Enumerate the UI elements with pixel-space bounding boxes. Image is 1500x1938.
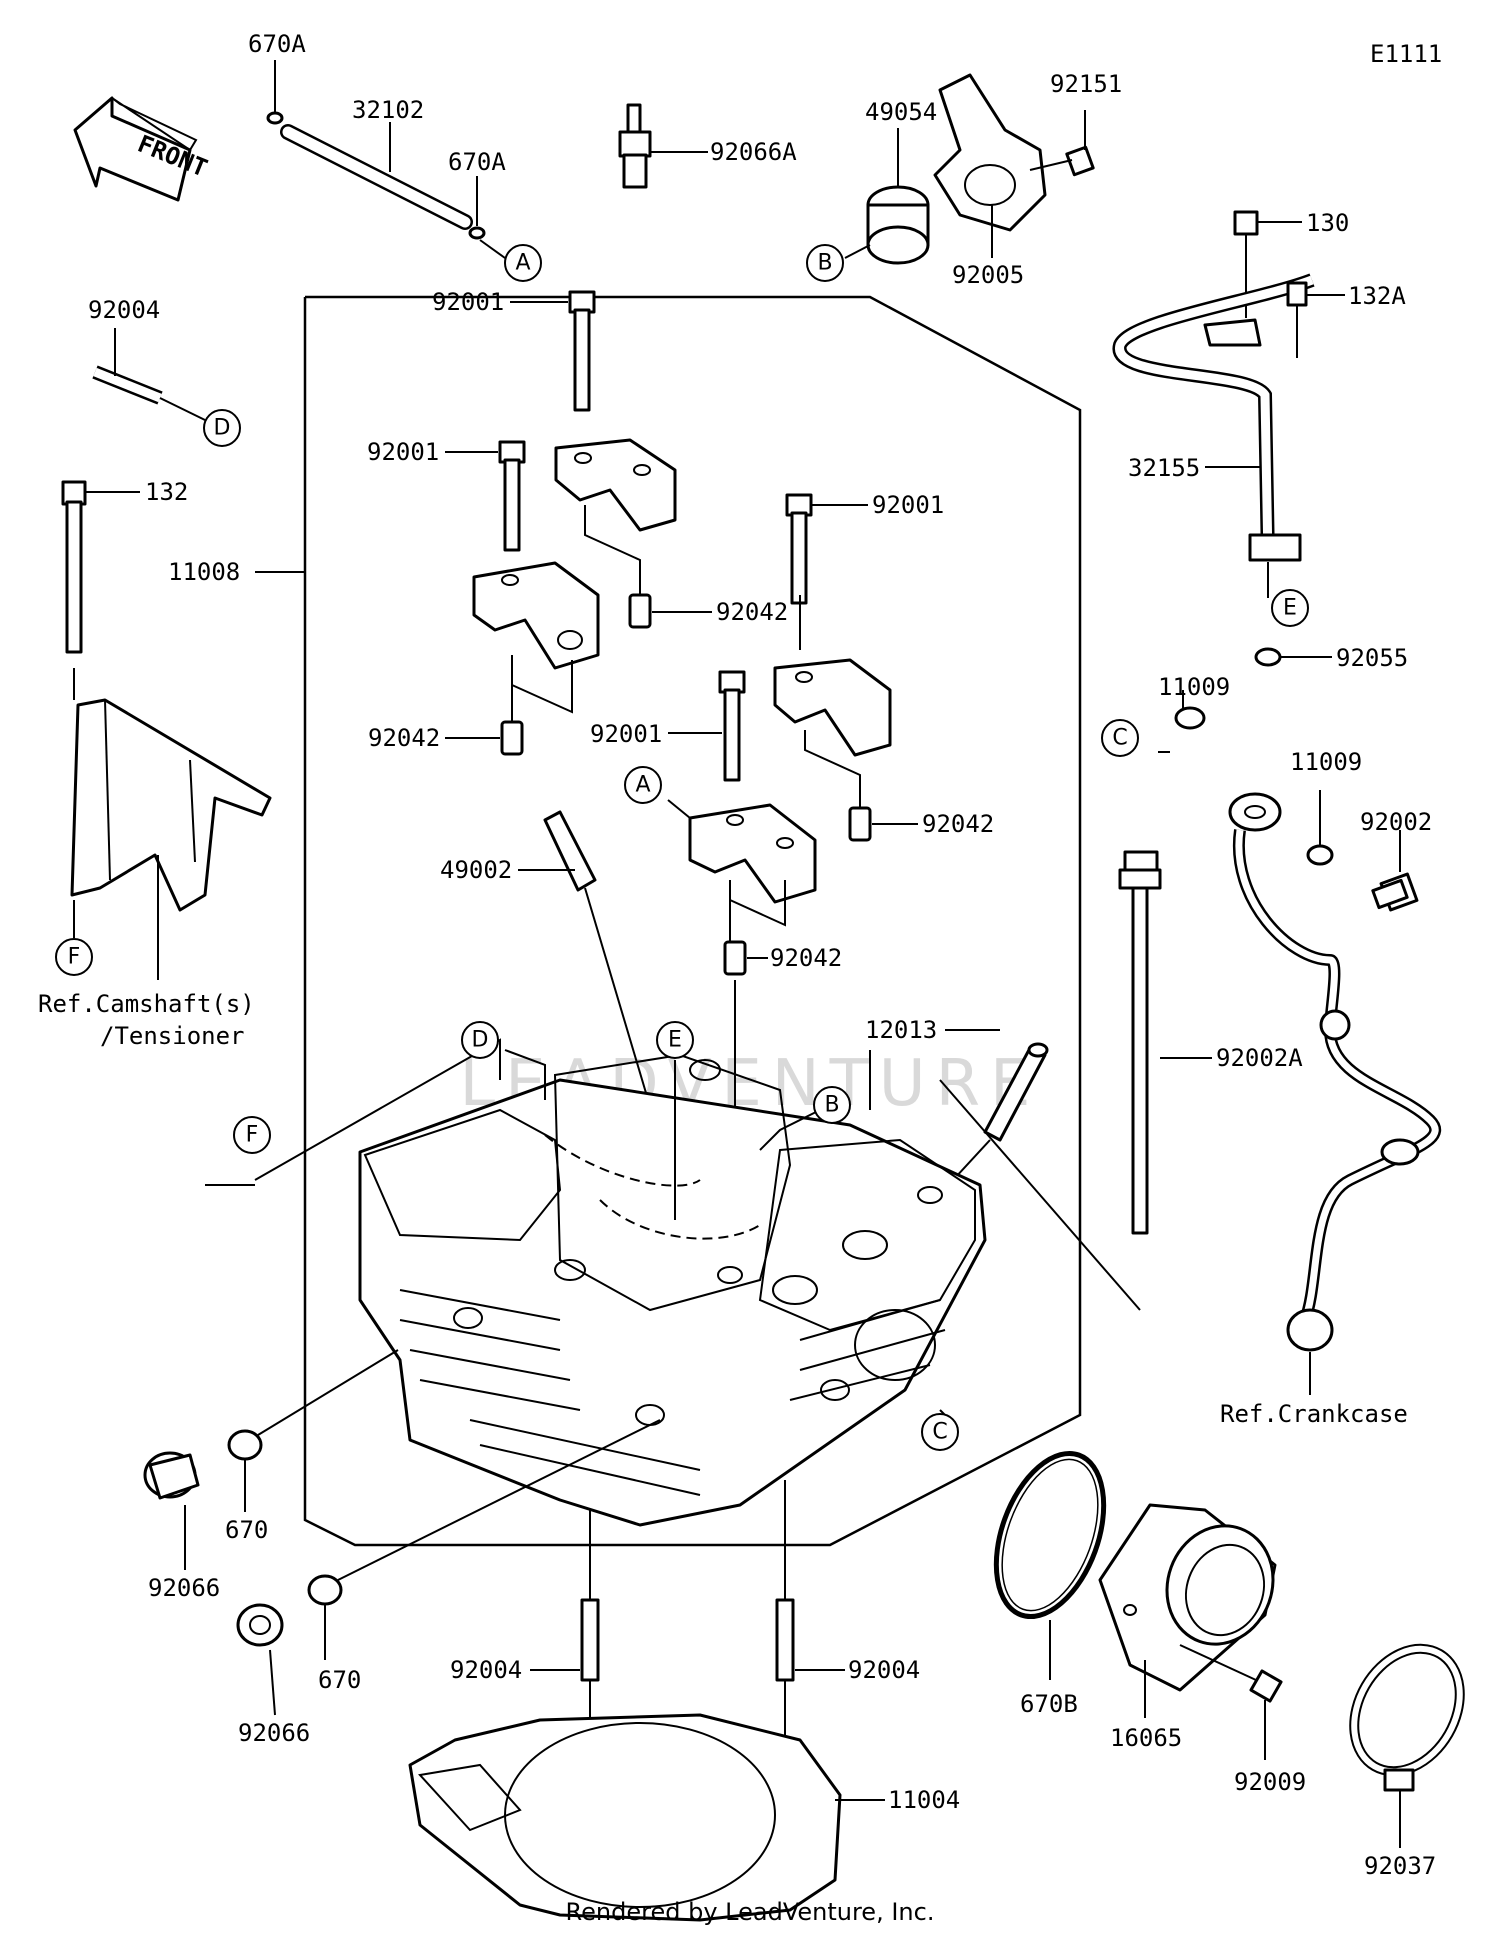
label-132: 132 [145,478,188,506]
diagram-code: E1111 [1370,40,1442,68]
label-92002A: 92002A [1216,1044,1303,1072]
callout-D-left: D [203,409,241,447]
bolt-92001-a [510,290,596,412]
leader-callout-D [504,1049,546,1100]
callout-A-cap: A [624,766,662,804]
bolt-92001-c [785,493,868,605]
callout-B-head: B [813,1086,851,1124]
label-670-b: 670 [318,1666,361,1694]
label-92004-b: 92004 [848,1656,920,1684]
dowel-92042-a [628,593,712,629]
svg-text:C: C [1112,726,1127,751]
label-92001-d: 92001 [590,720,662,748]
footer-credit: Rendered by LeadVenture, Inc. [566,1898,935,1926]
bolt-92001-b [445,440,526,552]
label-32155: 32155 [1128,454,1200,482]
cam-cap-2 [472,561,600,722]
svg-text:B: B [824,1093,839,1118]
ref-camshaft-line2: /Tensioner [100,1022,245,1050]
label-92001-a: 92001 [432,288,504,316]
svg-text:D: D [214,416,231,441]
pipe-32102-group [266,60,506,259]
label-92002: 92002 [1360,808,1432,836]
label-11004: 11004 [888,1786,960,1814]
label-670-a: 670 [225,1516,268,1544]
label-11009-b: 11009 [1290,748,1362,776]
label-92037: 92037 [1364,1852,1436,1880]
cam-cap-1 [554,438,677,610]
svg-text:F: F [68,945,81,970]
head-gasket-11004 [408,1713,885,1922]
cam-cap-4 [667,799,817,942]
label-92004-left: 92004 [88,296,160,324]
label-92042-a: 92042 [716,598,788,626]
callout-D-head: D [461,1021,499,1059]
svg-text:B: B [817,251,832,276]
ref-camshaft-line1: Ref.Camshaft(s) [38,990,255,1018]
intake-group [993,1450,1465,1848]
dowel-92042-b [445,720,524,756]
svg-text:C: C [932,1420,947,1445]
callout-F-left: F [55,938,93,976]
front-arrow-icon: FRONT [73,96,211,202]
cam-cap-3 [773,595,892,808]
thermostat-housing-group [844,73,1095,265]
label-11008: 11008 [168,558,240,586]
label-92009: 92009 [1234,1768,1306,1796]
label-92004-a: 92004 [450,1656,522,1684]
callout-C-head: C [921,1413,959,1451]
svg-text:A: A [635,773,650,798]
cylinder-head [358,1053,987,1527]
label-92042-d: 92042 [770,944,842,972]
label-92001-b: 92001 [367,438,439,466]
camshaft-tensioner-guide [70,698,272,980]
label-49002: 49002 [440,856,512,884]
callout-C-right: C [1101,719,1139,757]
leader-callout-B-head [759,1109,821,1151]
label-92042-b: 92042 [368,724,440,752]
label-670B: 670B [1020,1690,1078,1718]
svg-text:D: D [472,1028,489,1053]
label-92066-b: 92066 [238,1719,310,1747]
label-92042-c: 92042 [922,810,994,838]
cylinder-head-frame [303,295,1082,1547]
oil-pipe-32155-group [1112,210,1345,667]
label-92066-a: 92066 [148,1574,220,1602]
bolt-132 [61,480,140,700]
label-49054: 49054 [865,98,937,126]
callout-E-head: E [656,1021,694,1059]
svg-text:E: E [1283,596,1297,621]
label-92151: 92151 [1050,70,1122,98]
oil-hose [1158,690,1442,1395]
svg-text:E: E [668,1028,682,1053]
stud-92004-left [92,328,206,421]
label-16065: 16065 [1110,1724,1182,1752]
bolt-92001-d [668,670,746,782]
label-11009-a: 11009 [1158,673,1230,701]
label-132A: 132A [1348,282,1406,310]
svg-text:A: A [515,251,530,276]
label-670A-top: 670A [248,30,306,58]
label-130: 130 [1306,209,1349,237]
stud-92002A [939,850,1212,1311]
callout-A-top: A [504,244,542,282]
leader-callout-F-head [254,1038,501,1181]
ref-crankcase: Ref.Crankcase [1220,1400,1408,1428]
sensor-92066A [618,103,708,189]
label-92055: 92055 [1336,644,1408,672]
label-32102: 32102 [352,96,424,124]
label-92005: 92005 [952,261,1024,289]
label-670A-mid: 670A [448,148,506,176]
label-92001-c: 92001 [872,491,944,519]
callout-B-top: B [806,244,844,282]
callout-F-head: F [233,1116,271,1154]
callout-E-right: E [1271,589,1309,627]
label-92066A: 92066A [710,138,797,166]
plugs-and-orings [143,1349,661,1716]
svg-text:F: F [246,1123,259,1148]
dowel-92042-c [848,806,918,842]
label-12013: 12013 [865,1016,937,1044]
